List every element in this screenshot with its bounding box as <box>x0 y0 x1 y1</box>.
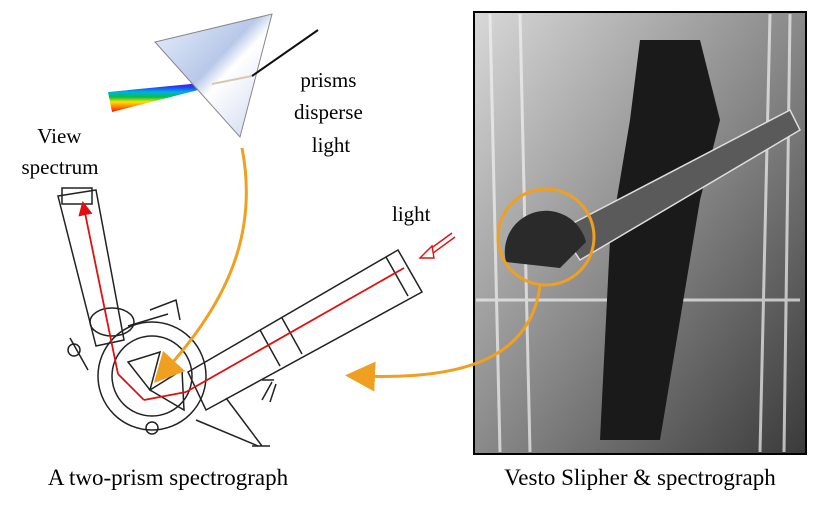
prism-to-instrument-arrow <box>153 147 248 384</box>
prism-highlight-circle <box>496 187 596 287</box>
incoming-light-line <box>251 29 319 77</box>
caption-right: Vesto Slipher & spectrograph <box>504 465 776 490</box>
view-spectrum-label: View spectrum <box>22 124 99 179</box>
spectrograph-drawing <box>57 187 424 447</box>
prisms-disperse-light-label: prisms disperse light <box>294 68 368 157</box>
light-path <box>78 200 405 401</box>
photo-to-drawing-arrow <box>345 285 542 392</box>
double-line-arrow-icon <box>418 232 456 259</box>
light-label: light <box>392 202 431 226</box>
slipher-photo <box>473 11 807 455</box>
caption-left: A two-prism spectrograph <box>48 465 289 490</box>
prism-illustration <box>108 13 319 139</box>
spectrum-rays <box>108 82 214 112</box>
white-light-beam <box>211 75 253 85</box>
prism-icon <box>154 13 273 139</box>
